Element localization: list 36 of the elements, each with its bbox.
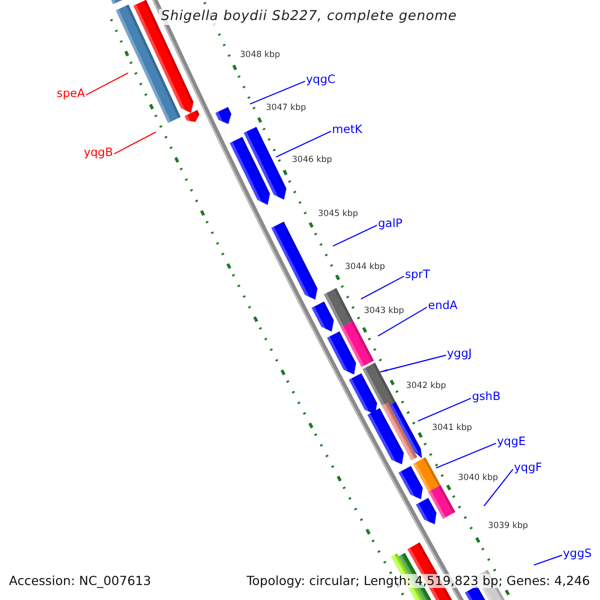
- gene-label: sprT: [405, 268, 430, 282]
- gene-label: endA: [428, 299, 458, 312]
- accession-label: Accession: NC_007613: [9, 574, 152, 588]
- leader-line: [378, 306, 428, 336]
- gene-label: metK: [332, 123, 362, 136]
- gene-label: yqgF: [514, 461, 542, 474]
- gene-label: speA: [56, 87, 85, 100]
- scale-label: 3048 kbp: [240, 51, 280, 61]
- scale-label: 3041 kbp: [432, 424, 472, 434]
- scale-label: 3043 kbp: [364, 307, 404, 317]
- gene-label: yqgE: [497, 435, 526, 448]
- leader-line: [436, 442, 496, 468]
- gene-label: yqgB: [84, 146, 113, 160]
- leader-line: [380, 354, 446, 373]
- scale-label: 3047 kbp: [266, 104, 306, 114]
- leader-line: [418, 398, 472, 422]
- gene-label: gshB: [472, 390, 500, 404]
- gene-label: yggS: [563, 547, 592, 560]
- scale-label: 3039 kbp: [488, 522, 528, 532]
- scale-label: 3045 kbp: [318, 210, 358, 220]
- map-title: Shigella boydii Sb227, complete genome: [159, 9, 459, 25]
- leader-line: [114, 132, 156, 154]
- gene-label: galP: [378, 217, 402, 230]
- gene-label: yqgC: [306, 73, 336, 86]
- leader-line: [360, 276, 404, 300]
- leader-line: [484, 468, 514, 506]
- leader-line: [86, 72, 128, 96]
- gene-label: yggJ: [447, 347, 472, 360]
- leader-line: [276, 130, 332, 158]
- scale-label: 3046 kbp: [292, 156, 332, 166]
- leader-line: [332, 224, 378, 246]
- scale-label: 3040 kbp: [458, 474, 498, 484]
- leader-line: [250, 80, 306, 104]
- leader-line: [534, 554, 562, 566]
- scale-label: 3044 kbp: [345, 263, 386, 273]
- scale-label: 3042 kbp: [406, 382, 446, 392]
